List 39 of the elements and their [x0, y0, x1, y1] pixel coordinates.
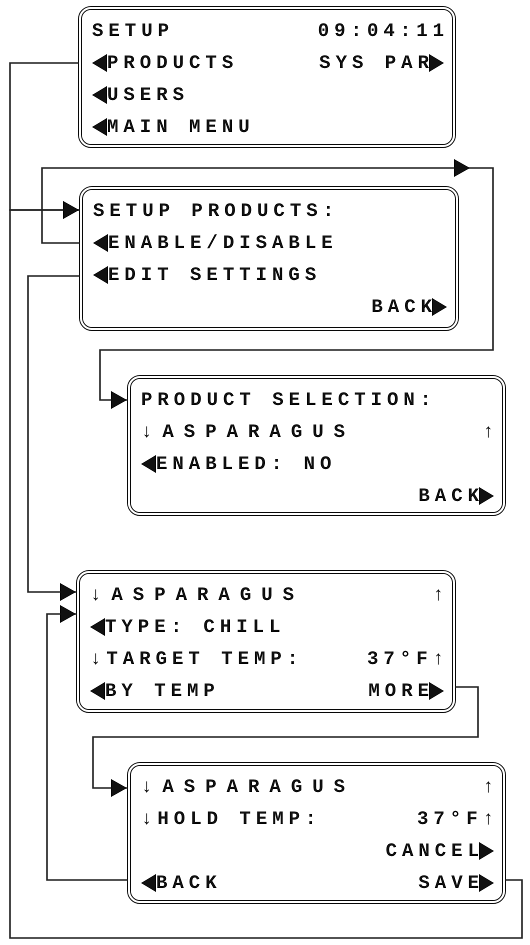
menu-text: BACK — [371, 296, 437, 318]
lcd-screen — [127, 762, 506, 904]
connector-arrow — [92, 686, 479, 797]
menu-text: SETUP PRODUCTS: — [93, 200, 340, 222]
menu-text: ↑ — [482, 421, 499, 443]
connector-arrow — [27, 275, 79, 601]
menu-text: ↓ASPARAGUS — [141, 776, 356, 798]
menu-text: TYPE: CHILL — [105, 616, 286, 638]
menu-text: USERS — [107, 84, 190, 106]
menu-text: MAIN MENU — [107, 116, 255, 138]
menu-text: ↓HOLD TEMP: — [141, 808, 322, 830]
lcd-screen — [79, 186, 459, 331]
menu-text: ↓ASPARAGUS — [90, 584, 304, 606]
menu-text: 37°F↑ — [416, 808, 499, 830]
lcd-screen — [76, 570, 456, 713]
connector-arrow — [46, 605, 127, 881]
lcd-screen — [78, 6, 456, 148]
menu-text: SYS PAR — [319, 52, 434, 74]
lcd-screen — [127, 375, 506, 516]
connector-arrow — [9, 201, 523, 939]
menu-text: CANCEL — [386, 840, 484, 862]
menu-text: PRODUCT SELECTION: — [141, 389, 436, 411]
menu-text: ENABLED: NO — [156, 453, 336, 475]
menu-text: BACK — [156, 872, 222, 894]
menu-text: 37°F↑ — [366, 648, 449, 670]
menu-text: SAVE — [418, 872, 484, 894]
menu-text: EDIT SETTINGS — [108, 264, 322, 286]
menu-text: ↑ — [482, 776, 499, 798]
menu-text: BY TEMP — [105, 680, 220, 702]
menu-text: ↑ — [432, 584, 449, 606]
menu-text: ↓ASPARAGUS — [141, 421, 356, 443]
menu-text: SETUP — [92, 20, 174, 42]
menu-text: ↓TARGET TEMP: — [90, 648, 304, 670]
menu-text: PRODUCTS — [107, 52, 238, 74]
menu-text: BACK — [418, 485, 484, 507]
menu-text: 09:04:11 — [318, 20, 449, 42]
menu-text: MORE — [368, 680, 434, 702]
connector-arrow — [41, 159, 494, 409]
menu-text: ENABLE/DISABLE — [108, 232, 338, 254]
